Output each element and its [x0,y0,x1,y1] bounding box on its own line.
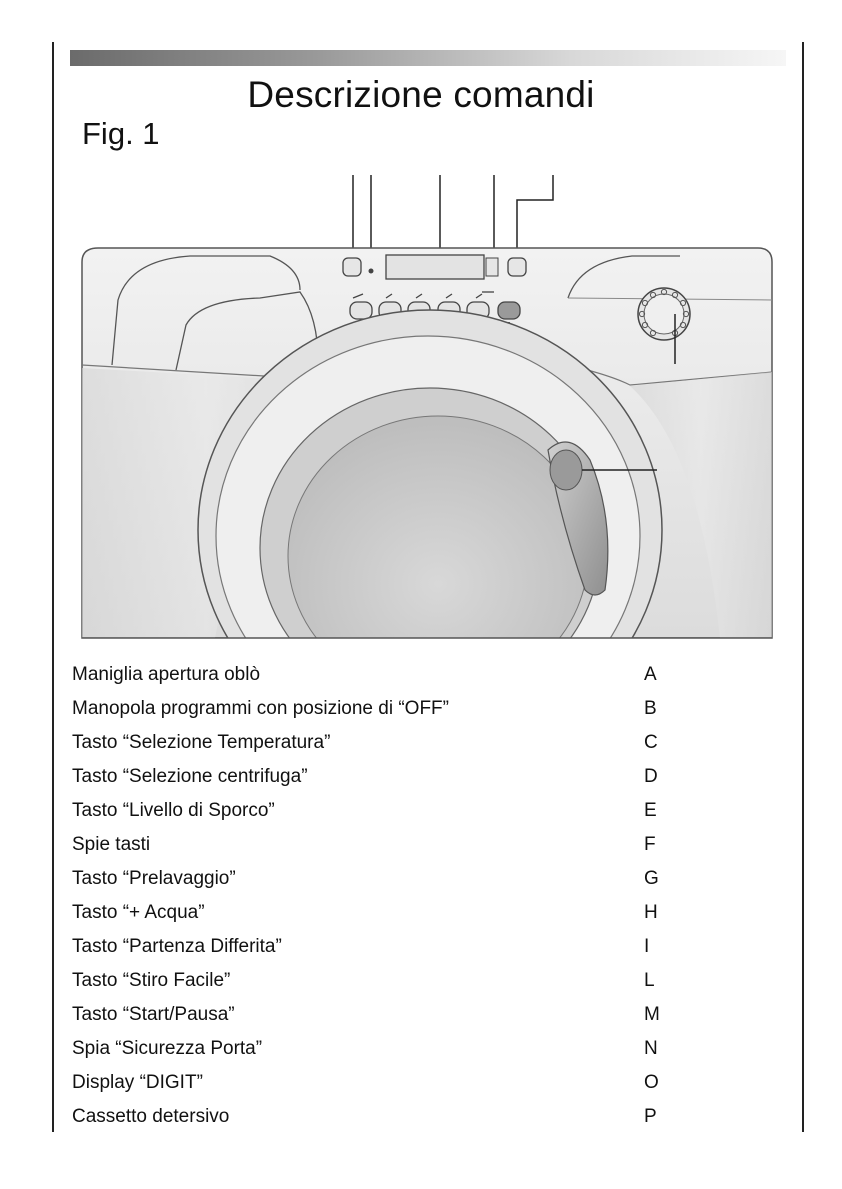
legend-description: Cassetto detersivo [72,1106,230,1127]
door [82,309,772,650]
legend-description: Tasto “Stiro Facile” [72,970,231,991]
legend-row: Tasto “Prelavaggio” G [72,868,712,902]
right-margin-rule [802,42,804,1132]
legend-description: Tasto “Start/Pausa” [72,1004,235,1025]
legend-description: Tasto “Partenza Differita” [72,936,282,957]
legend-description: Spia “Sicurezza Porta” [72,1038,263,1059]
legend-letter: M [644,1004,660,1025]
legend-row: Display “DIGIT” O [72,1072,712,1106]
legend-row: Spia “Sicurezza Porta” N [72,1038,712,1072]
legend-description: Tasto “Livello di Sporco” [72,800,275,821]
legend-description: Tasto “+ Acqua” [72,902,205,923]
legend-letter: N [644,1038,658,1059]
legend-list: Maniglia apertura oblò A Manopola program… [72,664,712,1140]
legend-row: Tasto “+ Acqua” H [72,902,712,936]
legend-letter: C [644,732,658,753]
legend-row: Tasto “Selezione centrifuga” D [72,766,712,800]
legend-description: Tasto “Prelavaggio” [72,868,236,889]
legend-row: Cassetto detersivo P [72,1106,712,1140]
legend-row: Tasto “Start/Pausa” M [72,1004,712,1038]
left-margin-rule [52,42,54,1132]
legend-description: Display “DIGIT” [72,1072,203,1093]
legend-row: Maniglia apertura oblò A [72,664,712,698]
legend-description: Tasto “Selezione centrifuga” [72,766,308,787]
legend-row: Spie tasti F [72,834,712,868]
legend-letter: O [644,1072,659,1093]
legend-row: Manopola programmi con posizione di “OFF… [72,698,712,732]
legend-letter: P [644,1106,657,1127]
header-gradient-bar [70,50,786,66]
key-indicators [352,291,494,299]
legend-description: Maniglia apertura oblò [72,664,261,685]
legend-description: Spie tasti [72,834,151,855]
legend-letter: L [644,970,655,991]
legend-row: Tasto “Livello di Sporco” E [72,800,712,834]
digit-display [342,254,527,280]
legend-description: Manopola programmi con posizione di “OFF… [72,698,449,719]
door-handle [547,441,657,596]
legend-row: Tasto “Partenza Differita” I [72,936,712,970]
washing-machine-illustration [81,175,773,650]
legend-row: Tasto “Stiro Facile” L [72,970,712,1004]
legend-letter: F [644,834,656,855]
legend-letter: D [644,766,658,787]
figure-label: Fig. 1 [82,116,160,151]
page-title: Descrizione comandi [247,74,595,115]
legend-letter: G [644,868,659,889]
program-dial [637,287,691,364]
legend-letter: A [644,664,657,685]
legend-letter: H [644,902,658,923]
legend-letter: I [644,936,650,957]
legend-letter: B [644,698,657,719]
legend-row: Tasto “Selezione Temperatura” C [72,732,712,766]
legend-description: Tasto “Selezione Temperatura” [72,732,331,753]
legend-letter: E [644,800,657,821]
